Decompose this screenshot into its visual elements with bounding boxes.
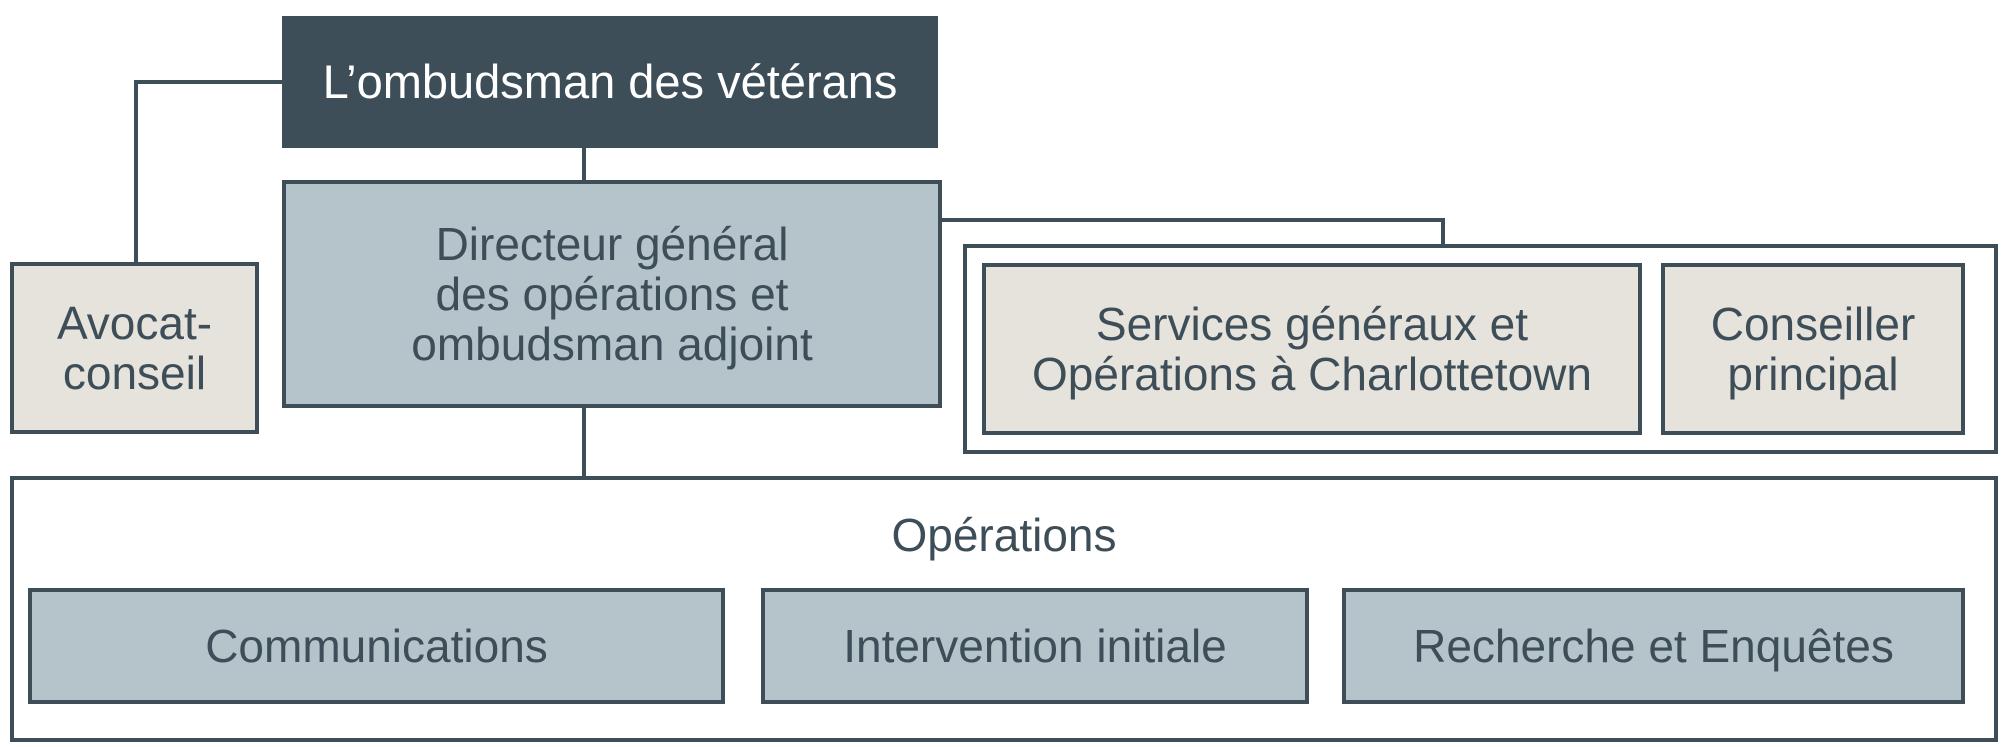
senior-advisor-box: Conseiller principal xyxy=(1661,263,1965,435)
connector-director-to-group-horizontal xyxy=(940,218,1445,222)
corporate-services-box: Services généraux et Opérations à Charlo… xyxy=(982,263,1642,435)
connector-ombudsman-to-director xyxy=(582,146,586,182)
connector-ombudsman-to-counsel-horizontal xyxy=(134,80,284,84)
initial-intervention-box: Intervention initiale xyxy=(761,588,1309,704)
director-general-box: Directeur général des opérations et ombu… xyxy=(282,180,942,408)
operations-title: Opérations xyxy=(891,509,1117,561)
legal-counsel-box: Avocat- conseil xyxy=(10,262,259,434)
connector-director-to-operations xyxy=(582,406,586,478)
research-investigations-box: Recherche et Enquêtes xyxy=(1342,588,1965,704)
ombudsman-box: L’ombudsman des vétérans xyxy=(282,16,938,148)
connector-ombudsman-to-counsel-vertical xyxy=(134,80,138,264)
connector-director-to-group-vertical xyxy=(1441,218,1445,246)
communications-box: Communications xyxy=(28,588,725,704)
